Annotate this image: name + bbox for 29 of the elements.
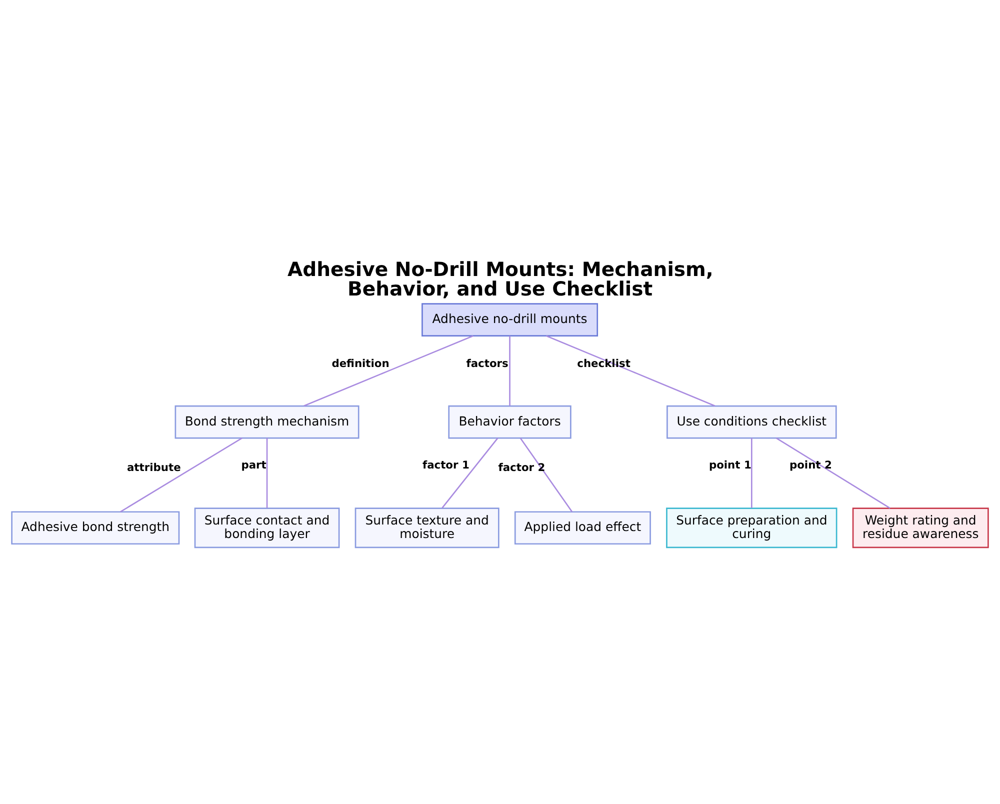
connector <box>509 335 510 406</box>
edge-label: definition <box>332 356 390 370</box>
edge-label: point 1 <box>708 458 752 471</box>
node-box: Bond strength mechanism <box>174 404 360 438</box>
connector <box>442 437 498 508</box>
connector <box>520 437 573 512</box>
edge-label: point 2 <box>789 458 832 472</box>
connector <box>120 437 242 512</box>
connector <box>266 438 268 508</box>
edge-label: factor 1 <box>422 458 470 471</box>
connector <box>546 334 716 406</box>
node-box: Weight rating and residue awareness <box>852 507 989 548</box>
node-box: Applied load effect <box>514 510 651 544</box>
node-box: Adhesive bond strength <box>11 510 180 544</box>
edge-label: factors <box>466 356 508 370</box>
node-box: Use conditions checklist <box>666 404 837 438</box>
connector <box>750 438 752 508</box>
edge-label: factor 2 <box>498 460 546 474</box>
connector <box>776 437 890 508</box>
edge-label: attribute <box>126 460 181 474</box>
diagram-title: Adhesive No-Drill Mounts: Mechanism, Behavior, and Use Checklist <box>287 257 714 300</box>
connector <box>304 334 474 406</box>
node-box: Behavior factors <box>448 404 572 438</box>
node-box: Surface preparation and curing <box>666 507 838 548</box>
edge-label: part <box>241 458 266 471</box>
node-box: Adhesive no-drill mounts <box>422 302 598 336</box>
node-box: Surface texture and moisture <box>354 507 500 548</box>
node-box: Surface contact and bonding layer <box>194 507 340 548</box>
edge-label: checklist <box>577 356 630 370</box>
